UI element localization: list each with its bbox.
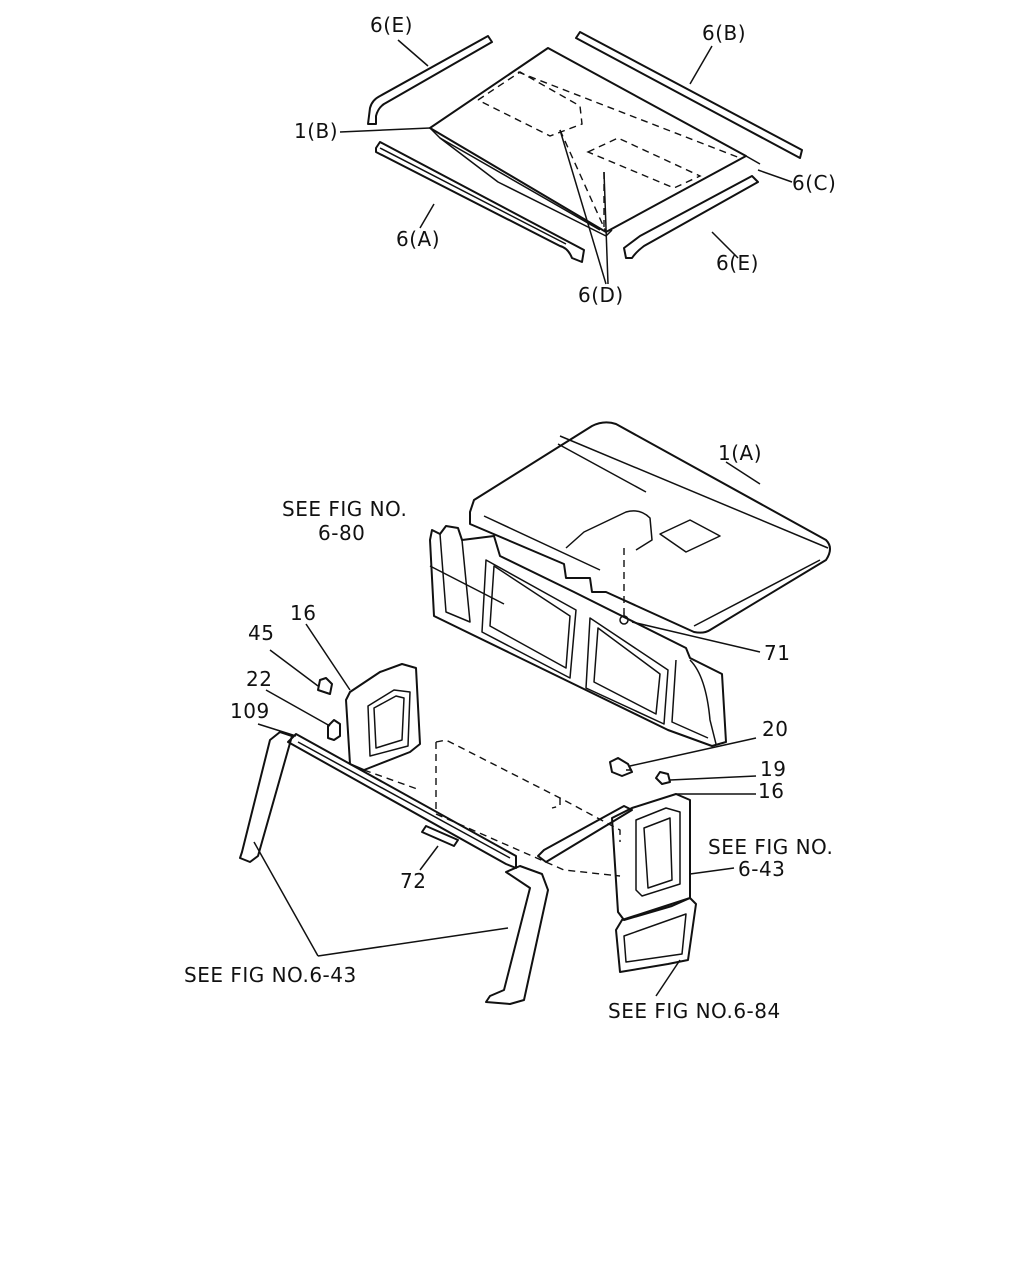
label-1a: 1(A) (718, 441, 762, 465)
right-pillar-trim (485, 865, 549, 1005)
clip-71 (619, 612, 629, 625)
label-16-right: 16 (758, 779, 784, 803)
clip-45 (317, 677, 333, 695)
label-19: 19 (760, 757, 786, 781)
trim-strip-16-right (537, 805, 633, 863)
label-45: 45 (248, 621, 274, 645)
label-1b: 1(B) (294, 119, 338, 143)
label-see-6-43-right-line2: 6-43 (738, 857, 785, 881)
rear-window-panel (429, 525, 727, 747)
label-see-6-43-right-line1: SEE FIG NO. (708, 835, 833, 859)
left-pillar-trim (239, 731, 293, 863)
strip-6e-bottom (623, 175, 759, 259)
label-see-6-43-left: SEE FIG NO.6-43 (184, 963, 357, 987)
clip-19 (655, 771, 671, 785)
strip-6a (375, 141, 585, 263)
lower-headliner-assembly: 1(A) SEE FIG NO. 6-80 16 45 22 109 71 20… (184, 421, 833, 1023)
label-71: 71 (764, 641, 790, 665)
label-16-left: 16 (290, 601, 316, 625)
upper-headliner-assembly: 6(E) 6(B) 1(B) 6(C) 6(A) 6(E) 6(D) (294, 13, 836, 307)
strip-6b (575, 31, 803, 159)
label-6a: 6(A) (396, 227, 440, 251)
piece-72 (421, 825, 459, 847)
roof-panel-1a (469, 421, 831, 634)
headliner-panel-1b (429, 47, 747, 237)
label-6d: 6(D) (578, 283, 624, 307)
label-72: 72 (400, 869, 426, 893)
floor-outline (363, 739, 621, 877)
quarter-panel-16-left (345, 663, 421, 771)
label-see-6-84: SEE FIG NO.6-84 (608, 999, 781, 1023)
label-6c: 6(C) (792, 171, 836, 195)
strip-6e-top (367, 35, 493, 125)
label-6b: 6(B) (702, 21, 746, 45)
label-6e-bottom: 6(E) (716, 251, 759, 275)
screw-22 (327, 719, 341, 741)
label-6e-top: 6(E) (370, 13, 413, 37)
label-22: 22 (246, 667, 272, 691)
lower-panel-6-84 (615, 897, 697, 973)
label-109: 109 (230, 699, 270, 723)
screw-20 (609, 757, 633, 777)
label-see-6-80-line1: SEE FIG NO. (282, 497, 407, 521)
label-20: 20 (762, 717, 788, 741)
label-see-6-80-line2: 6-80 (318, 521, 365, 545)
